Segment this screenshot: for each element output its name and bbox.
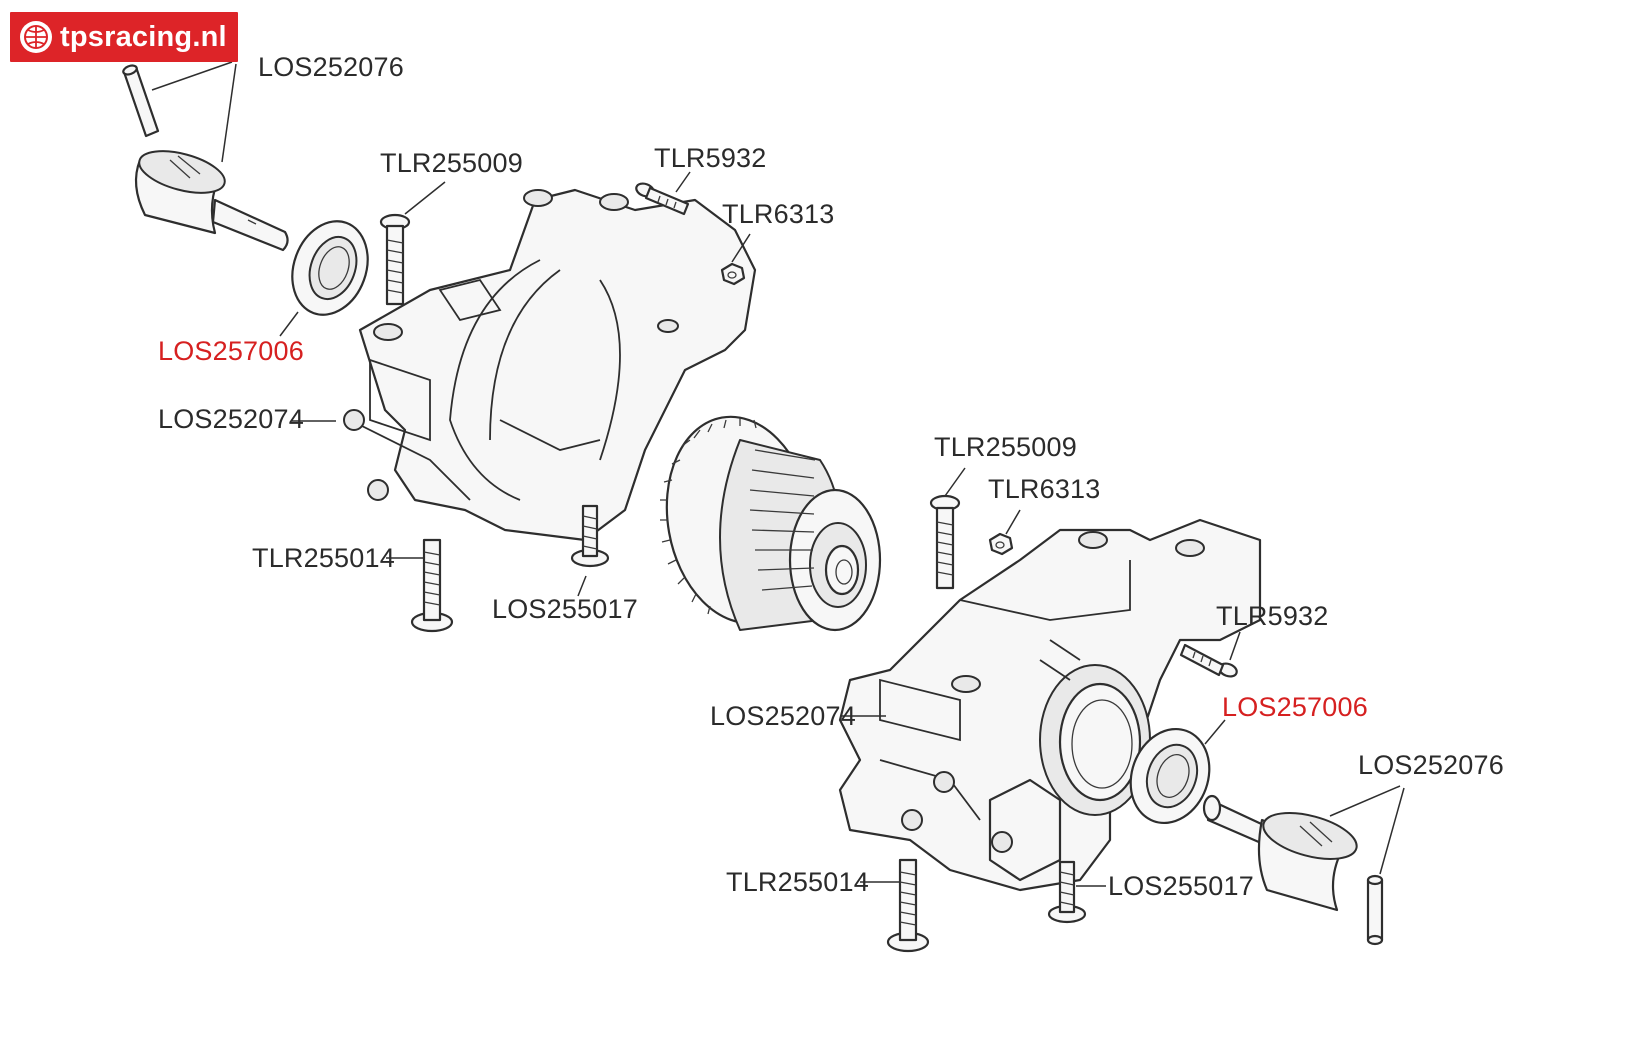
- brand-name: tpsracing.nl: [60, 20, 227, 53]
- differential-gear: [660, 415, 882, 632]
- bottom-housing: [838, 518, 1262, 892]
- bottom-nut: [988, 532, 1014, 556]
- top-screw-vertical: [379, 213, 411, 306]
- bottom-screw-flat-left: [886, 858, 930, 953]
- part-label: TLR255014: [726, 867, 869, 897]
- top-screw-flat-left: [410, 538, 454, 633]
- bottom-outdrive: [1202, 794, 1358, 912]
- part-label: LOS255017: [1108, 871, 1254, 901]
- part-label-highlight: LOS257006: [158, 336, 304, 366]
- top-screw-flat-right: [570, 504, 610, 568]
- part-label: LOS252074: [710, 701, 856, 731]
- part-label-highlight: LOS257006: [1222, 692, 1368, 722]
- part-label: LOS255017: [492, 594, 638, 624]
- top-housing: [343, 188, 757, 542]
- part-label: LOS252076: [1358, 750, 1504, 780]
- top-outdrive: [134, 150, 289, 252]
- top-pin: [122, 64, 160, 138]
- part-label: TLR5932: [1216, 601, 1329, 631]
- part-label: TLR6313: [722, 199, 835, 229]
- bottom-bearing: [1129, 727, 1211, 825]
- top-nut: [720, 262, 746, 286]
- bottom-cap-screw: [1179, 643, 1238, 678]
- top-bearing: [291, 220, 369, 316]
- brand-logo: tpsracing.nl: [10, 12, 238, 62]
- part-label: TLR5932: [654, 143, 767, 173]
- globe-icon: [20, 21, 52, 53]
- bottom-pin: [1366, 874, 1384, 946]
- part-label: TLR255014: [252, 543, 395, 573]
- part-label: TLR255009: [380, 148, 523, 178]
- part-label: LOS252076: [258, 52, 404, 82]
- part-label: TLR6313: [988, 474, 1101, 504]
- part-label: TLR255009: [934, 432, 1077, 462]
- top-cap-screw: [635, 182, 690, 216]
- leader-lines: [151, 61, 1405, 887]
- bottom-screw-vertical: [929, 494, 961, 590]
- bottom-screw-flat-right: [1047, 860, 1087, 924]
- part-label: LOS252074: [158, 404, 304, 434]
